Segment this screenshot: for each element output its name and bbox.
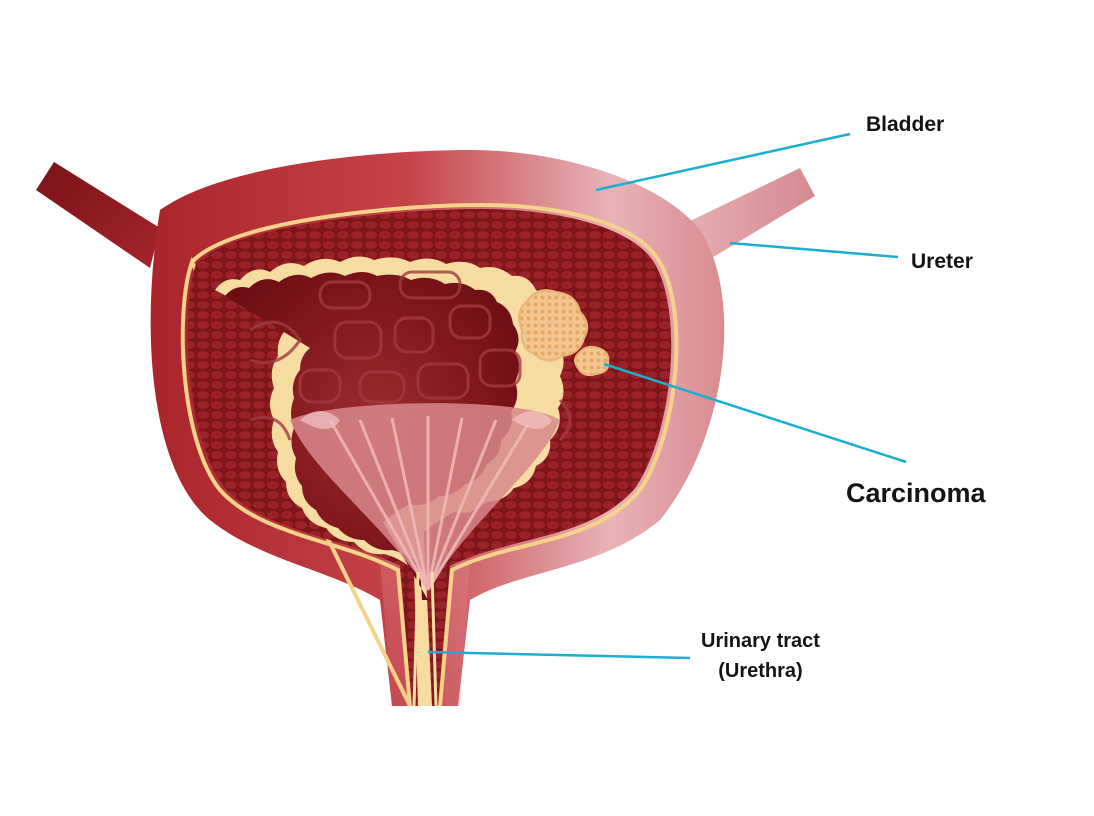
leader-carcinoma (603, 362, 907, 464)
leader-lines (427, 132, 907, 660)
label-carcinoma: Carcinoma (846, 478, 986, 508)
label-urinary-tract: Urinary tract (Urethra) (701, 626, 820, 686)
leader-ureter (729, 241, 899, 259)
label-urinary-line1: Urinary tract (701, 630, 820, 652)
label-urinary-line2: (Urethra) (718, 660, 803, 682)
trigone (290, 403, 560, 591)
left-ureter (36, 162, 160, 268)
label-ureter: Ureter (911, 250, 973, 273)
carcinoma-large (518, 289, 589, 362)
right-ureter (688, 168, 815, 262)
label-bladder: Bladder (866, 113, 945, 136)
outer-lining (180, 202, 679, 707)
leader-bladder (595, 132, 851, 192)
leader-urethra (427, 650, 691, 660)
carcinoma-small (574, 345, 610, 377)
urethra-lining (412, 571, 438, 707)
